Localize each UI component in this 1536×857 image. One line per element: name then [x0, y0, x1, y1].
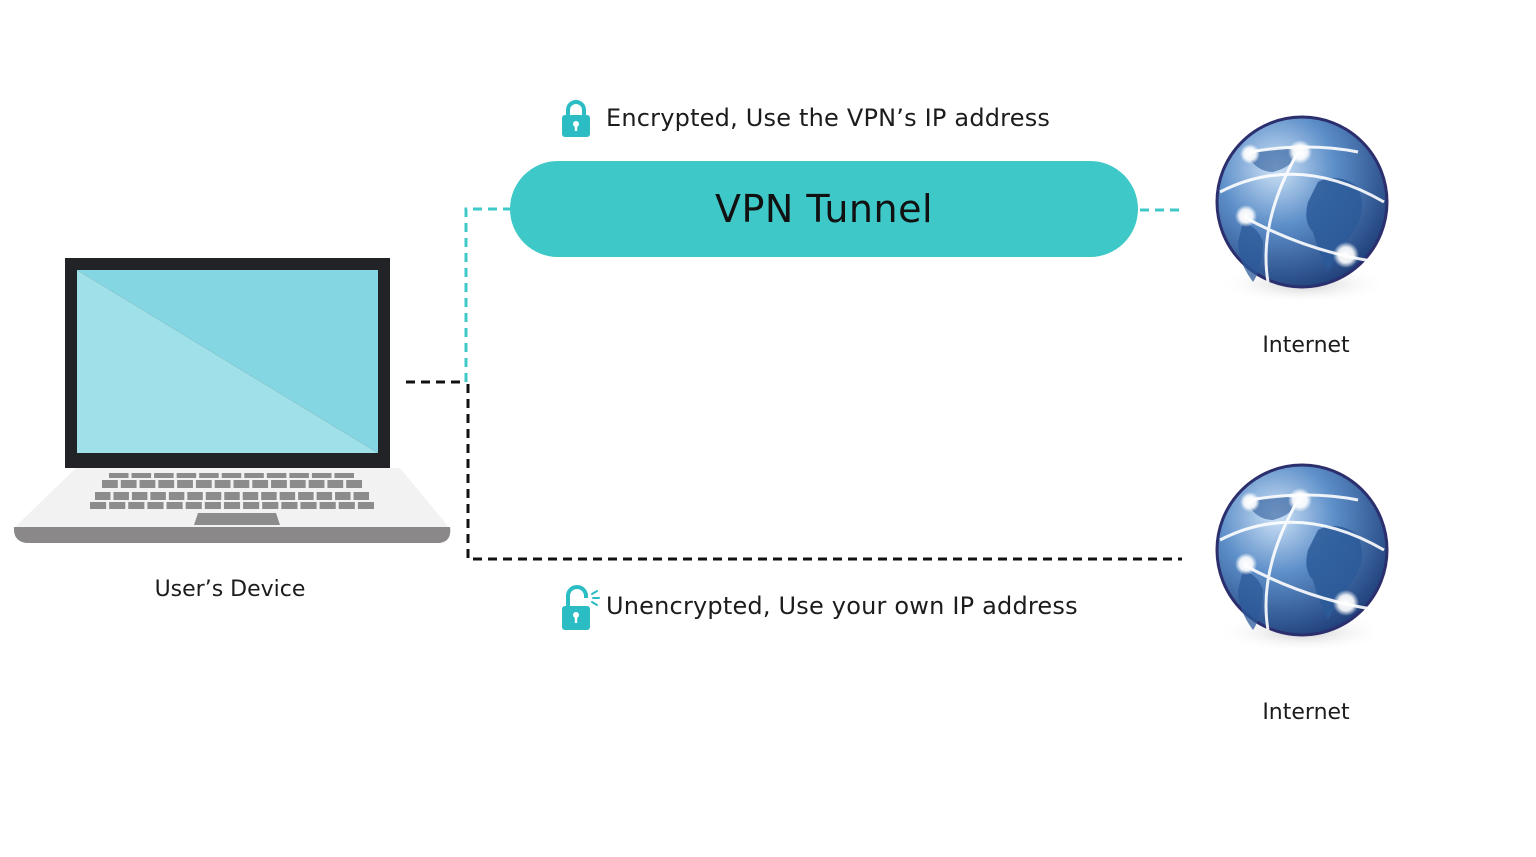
direct-path-line: [406, 380, 1182, 561]
laptop-icon: [13, 258, 451, 543]
vpn-tunnel-label: VPN Tunnel: [714, 187, 934, 231]
device-label: User’s Device: [154, 577, 306, 602]
unencrypted-caption: Unencrypted, Use your own IP address: [606, 592, 1078, 620]
encrypted-caption: Encrypted, Use the VPN’s IP address: [606, 104, 1051, 132]
lock-closed-icon: [562, 100, 590, 137]
lock-open-icon: [562, 585, 600, 630]
internet-label-unencrypted: Internet: [1262, 700, 1350, 725]
internet-label-encrypted: Internet: [1262, 333, 1350, 358]
vpn-path-line: [464, 207, 1184, 382]
globe-icon: [1215, 115, 1389, 304]
globe-icon: [1215, 463, 1389, 652]
vpn-tunnel: VPN Tunnel: [510, 161, 1138, 257]
